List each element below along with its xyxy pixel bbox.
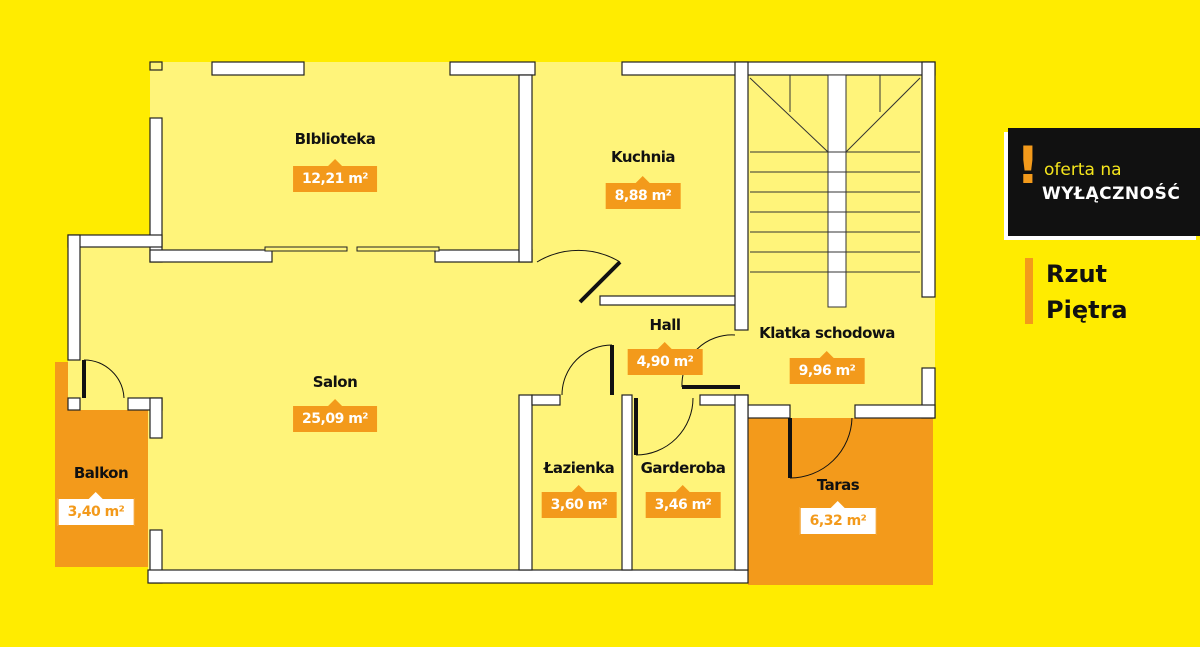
exclamation-icon: ! [1016,136,1040,196]
room-name-biblioteka: BIblioteka [294,130,376,148]
room-area-garderoba: 3,46 m² [645,485,721,518]
room-name-balkon: Balkon [73,464,129,482]
offer-line-1: oferta na [1044,160,1122,180]
room-name-kuchnia: Kuchnia [610,148,676,166]
room-name-taras: Taras [816,476,860,494]
room-name-klatka: Klatka schodowa [759,324,895,342]
title-accent-bar [1025,258,1033,324]
staircase [749,74,921,308]
room-name-garderoba: Garderoba [640,459,726,477]
exclusive-offer-badge: ! oferta na WYŁĄCZNOŚĆ [1008,128,1200,236]
offer-line-2: WYŁĄCZNOŚĆ [1042,184,1181,204]
doors [82,249,853,479]
interior-area [68,62,935,583]
room-area-klatka: 9,96 m² [789,351,865,384]
room-area-balkon: 3,40 m² [57,492,135,526]
plan-title-line-1: Rzut [1046,260,1108,288]
room-name-hall: Hall [649,316,681,334]
plan-title-line-2: Piętra [1046,296,1128,324]
room-name-salon: Salon [312,373,358,391]
walls [67,61,936,584]
room-area-hall: 4,90 m² [627,342,703,375]
plan-title: Rzut Piętra [1046,256,1128,328]
room-area-biblioteka: 12,21 m² [293,159,377,192]
room-area-taras: 6,32 m² [799,501,877,535]
room-area-kuchnia: 8,88 m² [605,176,681,209]
room-name-lazienka: Łazienka [543,459,615,477]
room-area-salon: 25,09 m² [293,399,377,432]
room-area-lazienka: 3,60 m² [541,485,617,518]
